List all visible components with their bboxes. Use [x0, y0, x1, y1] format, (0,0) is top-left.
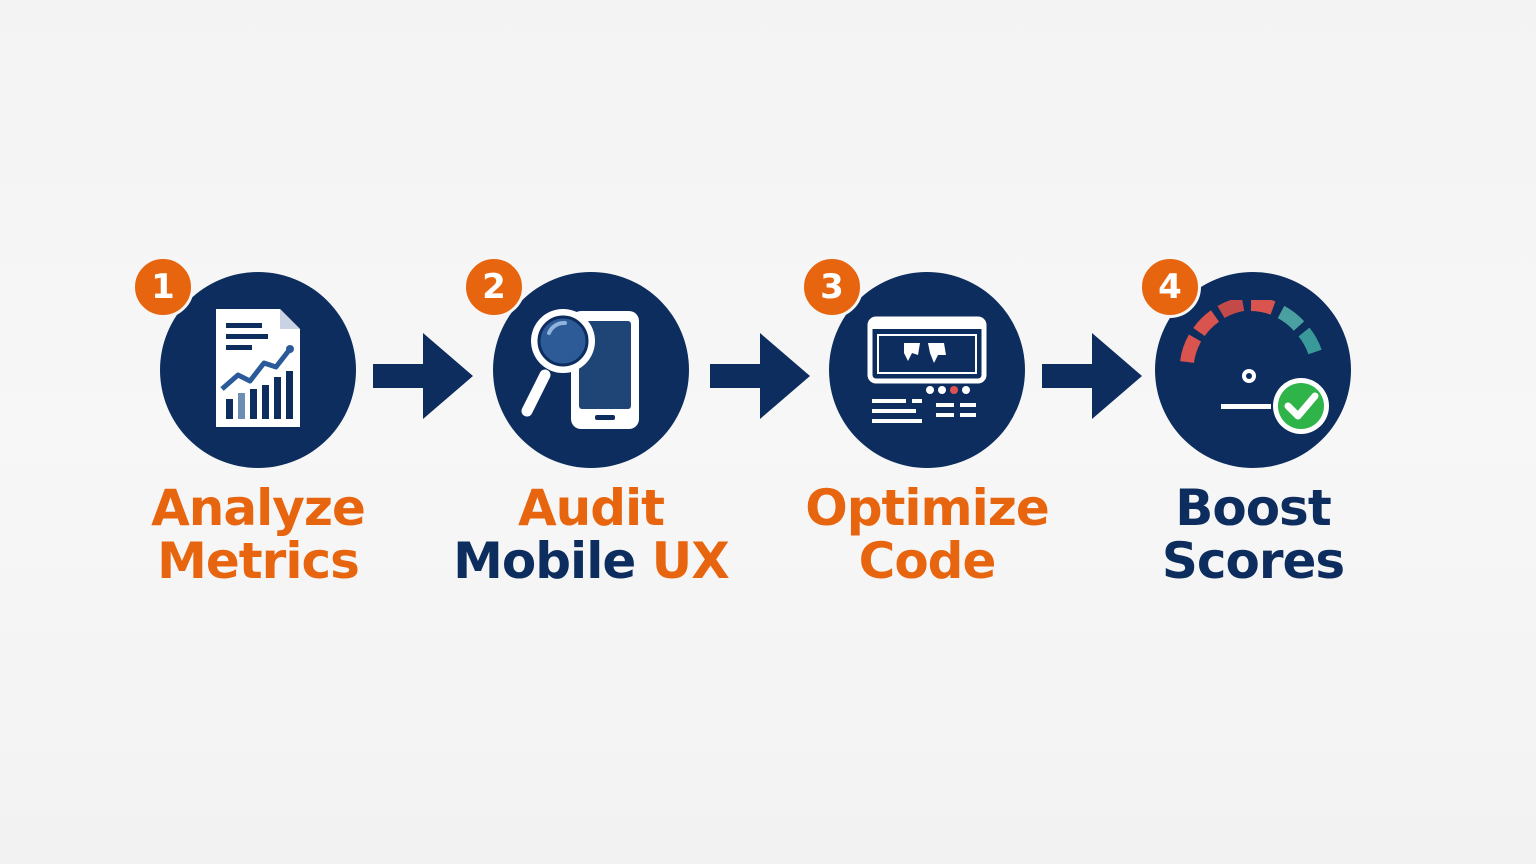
step-boost-scores: 4 Boost Scores — [1103, 250, 1403, 610]
arrow-right-icon — [1042, 333, 1142, 419]
step-label-line: Audit — [517, 479, 665, 537]
label-word: Mobile — [453, 532, 636, 590]
code-window-icon — [867, 316, 987, 423]
step-circle — [1155, 272, 1351, 468]
step-label-line: Optimize — [805, 479, 1050, 537]
step-circle — [160, 272, 356, 468]
step-circle — [829, 272, 1025, 468]
step-circle — [493, 272, 689, 468]
step-number-badge: 2 — [463, 256, 525, 318]
report-chart-icon — [216, 309, 300, 427]
step-label-line: Scores — [1161, 532, 1345, 590]
step-label-line: Boost — [1175, 479, 1331, 537]
step-label: Optimize Code — [777, 482, 1077, 588]
step-number-badge: 1 — [132, 256, 194, 318]
arrow-right-icon — [710, 333, 810, 419]
step-number-badge: 4 — [1139, 256, 1201, 318]
step-analyze-metrics: 1 Analyze Metrics — [108, 250, 408, 610]
step-label-line: Analyze — [151, 479, 366, 537]
arrow-right-icon — [373, 333, 473, 419]
magnifier-phone-icon — [521, 309, 639, 429]
step-optimize-code: 3 Optimize Code — [777, 250, 1077, 610]
step-label: Analyze Metrics — [108, 482, 408, 588]
step-number-badge: 3 — [801, 256, 863, 318]
step-label: Audit Mobile UX — [441, 482, 741, 588]
step-label-line: Code — [858, 532, 997, 590]
speedometer-check-icon — [1180, 300, 1329, 434]
step-audit-mobile-ux: 2 Audit Mobile UX — [441, 250, 741, 610]
label-word: UX — [651, 532, 730, 590]
step-label: Boost Scores — [1103, 482, 1403, 588]
step-label-line: Mobile UX — [441, 535, 741, 588]
step-label-line: Metrics — [157, 532, 360, 590]
